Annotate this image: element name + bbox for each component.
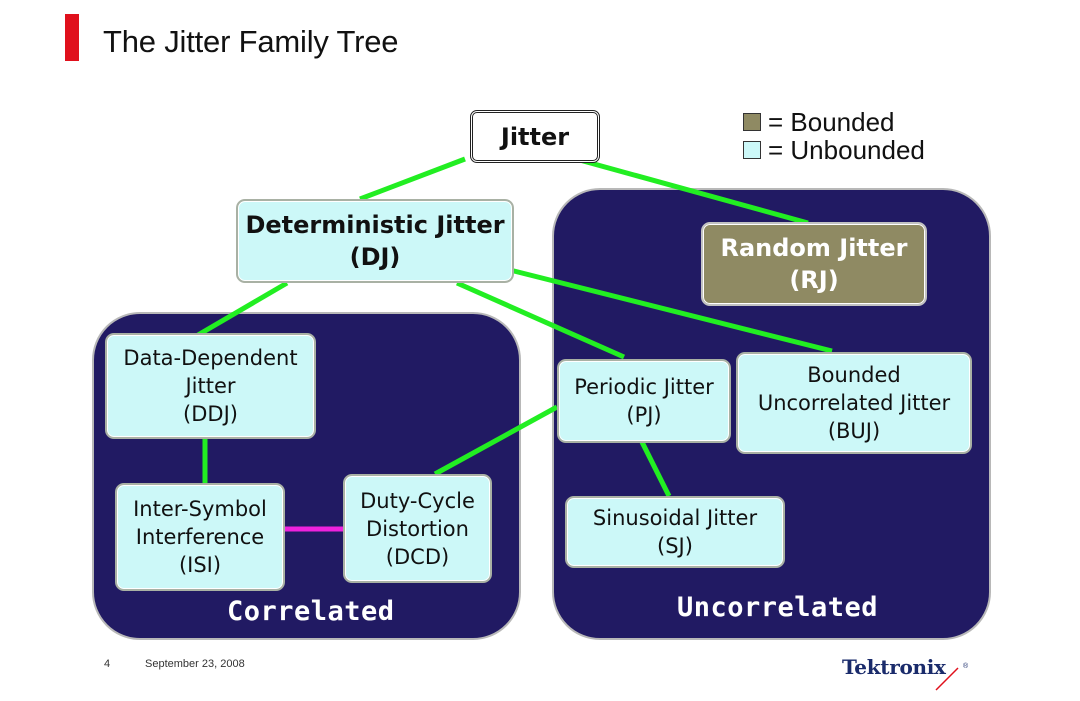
correlated-label: Correlated	[227, 596, 395, 627]
inter-symbol-interference-node: Inter-Symbol Interference (ISI)	[115, 483, 285, 591]
deterministic-jitter-node: Deterministic Jitter (DJ)	[236, 199, 514, 283]
edge-dj-buj	[509, 267, 833, 354]
dj-line1: Deterministic Jitter	[245, 211, 505, 239]
legend-bounded-label: = Bounded	[768, 107, 895, 137]
edge-pj-sj	[637, 436, 672, 498]
ddj-line2: Jitter	[185, 374, 236, 398]
rj-line2: (RJ)	[789, 266, 839, 294]
bounded-uncorrelated-jitter-node: Bounded Uncorrelated Jitter (BUJ)	[736, 352, 972, 454]
isi-line1: Inter-Symbol	[133, 497, 267, 521]
slide-title: The Jitter Family Tree	[103, 24, 399, 59]
data-dependent-jitter-node: Data-Dependent Jitter (DDJ)	[105, 333, 316, 439]
ddj-line1: Data-Dependent	[123, 346, 298, 370]
periodic-jitter-node: Periodic Jitter (PJ)	[557, 359, 731, 443]
tektronix-logo: Tektronix	[842, 655, 946, 679]
sj-line1: Sinusoidal Jitter	[592, 506, 758, 530]
dcd-line2: Distortion	[366, 516, 469, 541]
dcd-line1: Duty-Cycle	[360, 488, 475, 513]
registered-mark: ®	[963, 663, 969, 670]
edge-jitter-rj	[575, 156, 809, 226]
buj-line3: (BUJ)	[827, 419, 881, 443]
bounded-swatch	[743, 113, 761, 131]
sinusoidal-jitter-node: Sinusoidal Jitter (SJ)	[565, 496, 785, 568]
legend-bounded: = Bounded	[743, 108, 925, 136]
page-number: 4	[104, 658, 111, 670]
pj-line1: Periodic Jitter	[574, 375, 714, 399]
rj-line1: Random Jitter	[720, 234, 908, 262]
edge-jitter-dj	[359, 156, 466, 202]
buj-line2: Uncorrelated Jitter	[757, 391, 951, 415]
duty-cycle-distortion-node: Duty-Cycle Distortion (DCD)	[343, 474, 492, 583]
slide-date: September 23, 2008	[145, 658, 245, 670]
title-accent-bar	[65, 14, 79, 61]
edge-pj-dcd	[433, 404, 559, 477]
random-jitter-node: Random Jitter (RJ)	[701, 222, 927, 306]
isi-line3: (ISI)	[178, 553, 222, 577]
pj-line2: (PJ)	[626, 403, 662, 427]
legend: = Bounded = Unbounded	[743, 108, 925, 164]
buj-line1: Bounded	[807, 363, 901, 387]
jitter-node: Jitter	[470, 110, 600, 163]
legend-unbounded-label: = Unbounded	[768, 135, 925, 165]
uncorrelated-label: Uncorrelated	[677, 592, 879, 623]
dj-line2: (DJ)	[349, 243, 401, 271]
ddj-line3: (DDJ)	[183, 402, 238, 426]
jitter-label: Jitter	[500, 122, 570, 151]
isi-line2: Interference	[135, 525, 265, 549]
legend-unbounded: = Unbounded	[743, 136, 925, 164]
edge-dj-ddj	[196, 280, 289, 338]
dcd-line3: (DCD)	[385, 544, 450, 569]
edge-dj-pj	[455, 280, 626, 360]
sj-line2: (SJ)	[657, 534, 693, 558]
unbounded-swatch	[743, 141, 761, 159]
